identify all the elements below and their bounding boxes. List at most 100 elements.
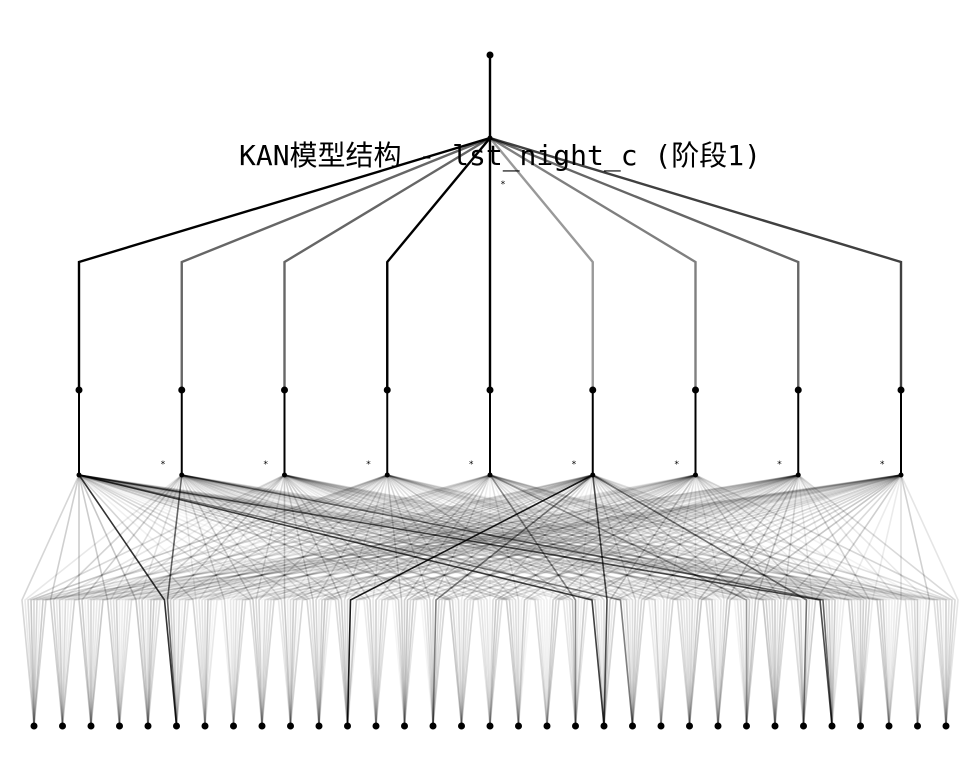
- edge-input-20-hidden-3: [386, 474, 605, 727]
- edge-input-23-hidden-0: [78, 474, 691, 727]
- input-node-14: [429, 722, 437, 730]
- edge-input-29-hidden-5: [592, 474, 865, 727]
- hidden-node-2: [282, 472, 287, 478]
- edge-input-24-hidden-4: [489, 474, 719, 726]
- edge-input-27-hidden-6: [694, 474, 811, 727]
- input-node-12: [372, 722, 380, 730]
- edge-input-25-hidden-4: [489, 474, 748, 726]
- edge-input-24-hidden-0: [78, 474, 719, 727]
- edge-input-31-hidden-5: [592, 474, 922, 727]
- edge-input-29-hidden-0: [78, 474, 862, 727]
- edge-input-14-hidden-6: [432, 474, 696, 727]
- activation-marker-4: *: [571, 460, 576, 470]
- edge-input-12-hidden-3: [372, 474, 389, 727]
- edge-input-22-hidden-2: [284, 474, 662, 727]
- edge-input-2-hidden-8: [90, 474, 902, 727]
- edge-input-10-hidden-8: [318, 474, 902, 727]
- edge-input-17-hidden-6: [517, 474, 696, 727]
- input-node-22: [657, 722, 665, 730]
- edge-input-3-hidden-8: [118, 474, 902, 727]
- edge-input-26-hidden-3: [387, 474, 776, 727]
- edge-input-25-hidden-2: [284, 474, 748, 727]
- edge-input-30-hidden-2: [284, 474, 890, 727]
- edge-input-29-hidden-4: [489, 474, 862, 726]
- input-node-23: [686, 722, 693, 730]
- edge-input-24-hidden-2: [284, 474, 719, 727]
- edge-hidden-8-output: [489, 136, 903, 390]
- edge-input-20-hidden-2: [284, 474, 605, 727]
- edge-input-15-hidden-6: [460, 474, 696, 727]
- edge-input-18-hidden-8: [546, 474, 902, 727]
- edge-input-20-hidden-0: [78, 474, 605, 727]
- edge-hidden-6-output: [489, 136, 697, 390]
- edge-input-0-hidden-6: [33, 474, 696, 727]
- edge-input-18-hidden-2: [284, 474, 548, 727]
- edge-input-32-hidden-2: [284, 474, 947, 727]
- edge-input-27-hidden-0: [78, 474, 805, 727]
- edge-input-14-hidden-4: [432, 474, 491, 726]
- edge-input-21-hidden-3: [386, 474, 634, 727]
- edge-input-20-hidden-5: [592, 474, 608, 727]
- edge-input-28-hidden-5: [592, 474, 836, 727]
- edge-input-26-hidden-5: [592, 474, 779, 727]
- input-node-19: [572, 722, 579, 730]
- edge-input-6-hidden-0: [78, 474, 206, 727]
- edge-input-5-hidden-1: [166, 474, 183, 727]
- edge-input-27-hidden-7: [797, 474, 814, 727]
- hidden-sum-node-8: [897, 386, 905, 394]
- edge-input-24-hidden-6: [694, 474, 725, 727]
- edge-input-5-hidden-7: [175, 474, 799, 727]
- edge-input-25-hidden-3: [387, 474, 748, 727]
- edge-input-25-hidden-1: [181, 474, 748, 727]
- edge-input-15-hidden-0: [78, 474, 463, 727]
- nodes-group: [30, 51, 950, 730]
- edge-input-5-hidden-3: [172, 474, 388, 727]
- edge-input-27-hidden-5: [592, 474, 808, 727]
- edge-input-29-hidden-7: [797, 474, 871, 727]
- edge-input-9-hidden-7: [289, 474, 799, 727]
- edge-input-0-hidden-0: [21, 474, 80, 727]
- edge-input-3-hidden-2: [112, 474, 285, 727]
- input-node-28: [828, 722, 836, 730]
- edge-input-22-hidden-8: [660, 474, 902, 727]
- edge-hidden-1-output: [180, 136, 491, 390]
- edge-input-31-hidden-8: [900, 474, 931, 727]
- hidden-node-0: [76, 472, 82, 478]
- edge-input-3-hidden-0: [78, 474, 121, 727]
- input-node-17: [515, 722, 522, 730]
- edge-input-12-hidden-7: [375, 474, 799, 727]
- edge-input-17-hidden-0: [78, 474, 520, 727]
- edge-input-8-hidden-4: [261, 474, 491, 726]
- edge-input-17-hidden-3: [386, 474, 520, 727]
- edge-input-31-hidden-1: [181, 474, 919, 727]
- edge-hidden-2-output: [283, 136, 491, 390]
- input-node-20: [600, 722, 608, 730]
- edge-input-1-hidden-3: [58, 474, 388, 727]
- input-node-13: [401, 722, 408, 730]
- edge-input-0-hidden-2: [27, 474, 285, 727]
- edge-input-30-hidden-7: [797, 474, 899, 727]
- input-node-4: [144, 722, 152, 730]
- edge-input-15-hidden-3: [386, 474, 463, 727]
- edge-hidden-5-output: [489, 137, 594, 390]
- edge-input-3-hidden-4: [118, 474, 491, 726]
- input-node-18: [543, 722, 551, 730]
- edge-input-2-hidden-1: [81, 474, 183, 727]
- edge-input-22-hidden-1: [181, 474, 662, 727]
- activation-marker-2: *: [366, 460, 371, 470]
- hidden-node-7: [795, 472, 801, 478]
- input-node-16: [486, 722, 494, 730]
- edge-input-9-hidden-2: [283, 475, 292, 727]
- input-node-9: [287, 722, 294, 730]
- edge-input-16-hidden-5: [489, 474, 594, 727]
- edge-input-17-hidden-2: [284, 474, 520, 727]
- edge-input-29-hidden-8: [859, 474, 902, 727]
- input-node-24: [714, 722, 722, 730]
- input-edges-group: [21, 474, 959, 727]
- edge-input-27-hidden-1: [181, 474, 805, 727]
- input-node-8: [258, 722, 266, 730]
- hidden-sum-node-2: [281, 386, 288, 394]
- edge-input-1-hidden-6: [61, 474, 696, 727]
- edge-input-8-hidden-5: [261, 474, 594, 727]
- edge-input-12-hidden-4: [375, 474, 491, 726]
